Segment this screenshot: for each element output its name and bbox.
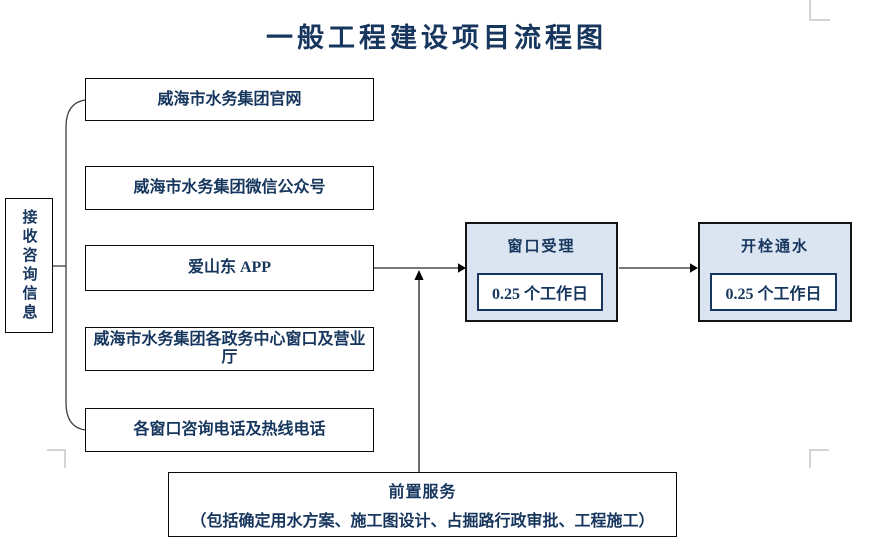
step-box-water-supply-opening: 开栓通水 0.25 个工作日 — [698, 222, 852, 322]
step-duration: 0.25 个工作日 — [725, 286, 822, 303]
step-duration-box: 0.25 个工作日 — [710, 273, 837, 311]
channel-label: 威海市水务集团微信公众号 — [133, 179, 326, 197]
pre-service-detail: （包括确定用水方案、施工图设计、占掘路行政审批、工程施工） — [190, 513, 655, 530]
step-box-window-acceptance: 窗口受理 0.25 个工作日 — [465, 222, 618, 322]
channel-box-wechat-account: 威海市水务集团微信公众号 — [85, 166, 374, 210]
step-title: 窗口受理 — [507, 239, 576, 255]
channel-label: 威海市水务集团各政务中心窗口及营业厅 — [93, 331, 366, 366]
channel-label: 各窗口咨询电话及热线电话 — [133, 421, 326, 439]
page-title: 一般工程建设项目流程图 — [266, 23, 607, 53]
pre-service-box: 前置服务 （包括确定用水方案、施工图设计、占掘路行政审批、工程施工） — [168, 472, 677, 537]
receive-info-label: 接收咨询信息 — [20, 208, 37, 323]
pre-service-title: 前置服务 — [388, 484, 457, 501]
arrow-step1-to-step2-head — [690, 263, 698, 273]
receive-info-box: 接收咨询信息 — [5, 198, 53, 333]
step-duration-box: 0.25 个工作日 — [477, 273, 603, 311]
margin-mark-bottom-right — [809, 449, 829, 468]
channel-label: 威海市水务集团官网 — [157, 90, 302, 108]
margin-mark-bottom-left — [47, 449, 66, 468]
step-duration: 0.25 个工作日 — [491, 286, 588, 303]
step-title: 开栓通水 — [740, 239, 809, 255]
channel-box-official-website: 威海市水务集团官网 — [85, 78, 374, 121]
channel-box-service-windows: 威海市水务集团各政务中心窗口及营业厅 — [85, 327, 374, 371]
channel-box-hotlines: 各窗口咨询电话及热线电话 — [85, 408, 374, 452]
arrow-preservice-up-head — [414, 270, 424, 280]
bracket-connector — [65, 99, 86, 431]
channel-box-aishandong-app: 爱山东 APP — [85, 245, 374, 291]
channel-label: 爱山东 APP — [187, 259, 272, 277]
